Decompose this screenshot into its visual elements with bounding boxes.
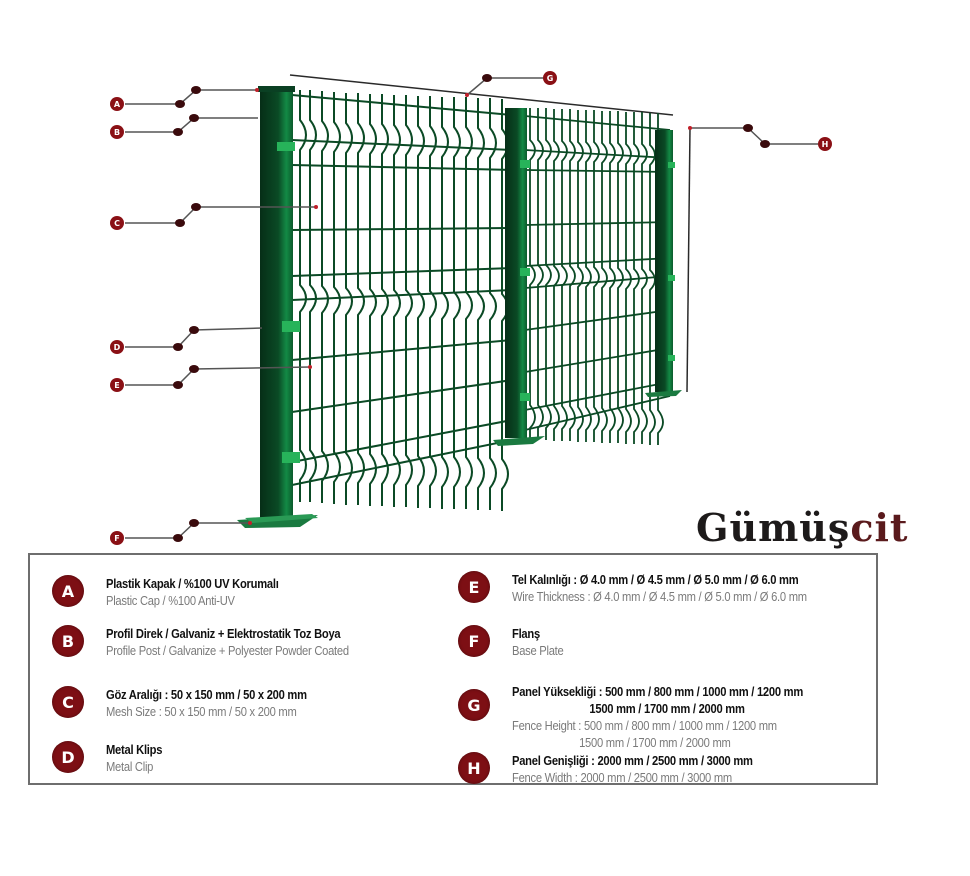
badge-c: C (52, 686, 84, 718)
callout-endpoints (248, 88, 692, 525)
spec-a-english: Plastic Cap / %100 Anti-UV (106, 593, 235, 608)
spec-d-turkish: Metal Klips (106, 742, 163, 757)
spec-g-english-line2: 1500 mm / 1700 mm / 2000 mm (579, 735, 731, 750)
callout-joints (173, 74, 770, 542)
svg-text:G: G (547, 74, 554, 83)
spec-a-turkish: Plastik Kapak / %100 UV Korumalı (106, 576, 279, 591)
svg-text:D: D (114, 343, 121, 352)
profile-post-left (237, 86, 318, 528)
badge-h: H (458, 752, 490, 784)
spec-item-a: A Plastik Kapak / %100 UV Korumalı Plast… (52, 575, 307, 609)
callout-g: G (543, 71, 557, 85)
profile-post-right (645, 130, 682, 397)
spec-f-turkish: Flanş (512, 626, 540, 641)
specification-legend: A Plastik Kapak / %100 UV Korumalı Plast… (28, 553, 878, 785)
callout-f: F (110, 531, 124, 545)
badge-d: D (52, 741, 84, 773)
spec-item-g: G Panel Yüksekliği : 500 mm / 800 mm / 1… (458, 683, 850, 751)
badge-b: B (52, 625, 84, 657)
svg-text:F: F (114, 534, 119, 543)
callout-badges: A B C D E F G H (110, 71, 832, 545)
spec-e-english: Wire Thickness : Ø 4.0 mm / Ø 4.5 mm / Ø… (512, 589, 807, 604)
callout-b: B (110, 125, 124, 139)
profile-post-middle (493, 108, 545, 446)
spec-item-b: B Profil Direk / Galvaniz + Elektrostati… (52, 625, 388, 659)
svg-text:E: E (114, 381, 119, 390)
brand-name-part2: cit (850, 505, 909, 550)
spec-c-turkish: Göz Aralığı : 50 x 150 mm / 50 x 200 mm (106, 687, 307, 702)
badge-g: G (458, 689, 490, 721)
fence-diagram: A B C D E F G H (110, 71, 832, 545)
callout-a: A (110, 97, 124, 111)
badge-f: F (458, 625, 490, 657)
spec-item-c: C Göz Aralığı : 50 x 150 mm / 50 x 200 m… (52, 686, 340, 720)
badge-e: E (458, 571, 490, 603)
svg-text:H: H (822, 140, 829, 149)
spec-item-e: E Tel Kalınlığı : Ø 4.0 mm / Ø 4.5 mm / … (458, 571, 855, 605)
svg-text:B: B (114, 128, 120, 137)
callout-d: D (110, 340, 124, 354)
spec-e-turkish: Tel Kalınlığı : Ø 4.0 mm / Ø 4.5 mm / Ø … (512, 572, 799, 587)
spec-item-f: F Flanş Base Plate (458, 625, 572, 659)
spec-c-english: Mesh Size : 50 x 150 mm / 50 x 200 mm (106, 704, 297, 719)
width-dimension-line (289, 74, 674, 116)
metal-clips-left (277, 142, 300, 463)
callout-c: C (110, 216, 124, 230)
callout-e: E (110, 378, 124, 392)
spec-item-h: H Panel Genişliği : 2000 mm / 2500 mm / … (458, 752, 792, 786)
spec-h-english: Fence Width : 2000 mm / 2500 mm / 3000 m… (512, 770, 732, 785)
svg-text:C: C (114, 219, 120, 228)
mesh-verticals-1 (309, 89, 509, 512)
spec-g-turkish-line2: 1500 mm / 1700 mm / 2000 mm (589, 701, 745, 716)
spec-b-turkish: Profil Direk / Galvaniz + Elektrostatik … (106, 626, 341, 641)
spec-d-english: Metal Clip (106, 759, 154, 774)
spec-g-english: Fence Height : 500 mm / 800 mm / 1000 mm… (512, 718, 777, 733)
spec-g-turkish: Panel Yüksekliği : 500 mm / 800 mm / 100… (512, 684, 804, 699)
mesh-panel-2 (524, 107, 671, 446)
callout-lines (125, 77, 818, 539)
spec-f-english: Base Plate (512, 643, 564, 658)
brand-logo: Gümüşcit (696, 508, 908, 548)
spec-b-english: Profile Post / Galvanize + Polyester Pow… (106, 643, 349, 658)
badge-a: A (52, 575, 84, 607)
brand-name-part1: Gümüş (696, 505, 851, 550)
spec-item-d: D Metal Klips Metal Clip (52, 741, 171, 775)
height-dimension-line (686, 127, 691, 393)
spec-h-turkish: Panel Genişliği : 2000 mm / 2500 mm / 30… (512, 753, 753, 768)
callout-h: H (818, 137, 832, 151)
svg-text:A: A (114, 100, 121, 109)
